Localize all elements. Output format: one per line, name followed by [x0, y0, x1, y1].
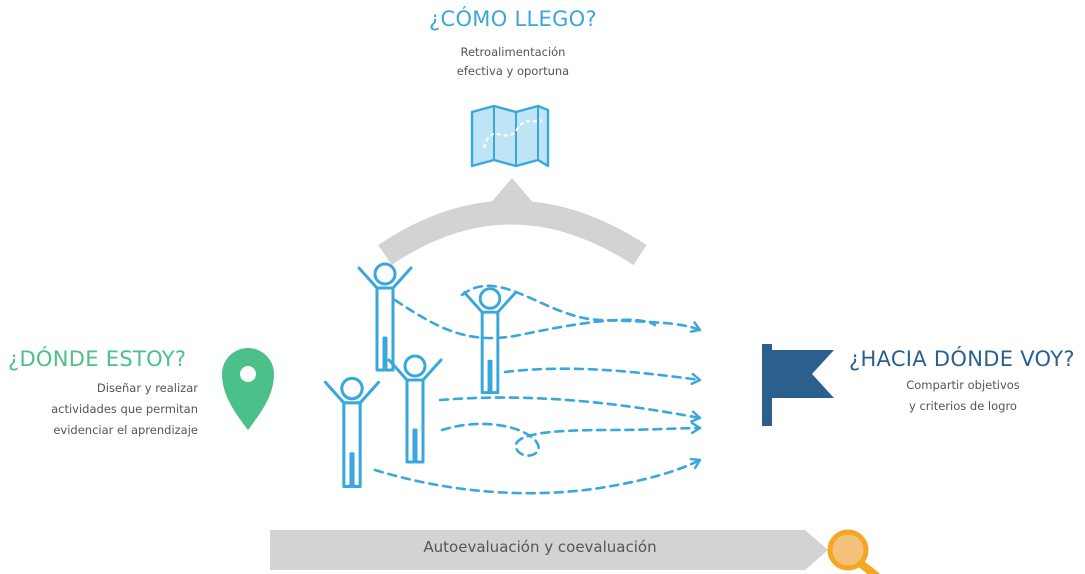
path-4 [438, 396, 702, 418]
path-6 [373, 460, 702, 495]
left-desc-line-1: Diseñar y realizar [96, 381, 198, 395]
person-icon [357, 262, 413, 372]
feedback-arc [378, 178, 647, 266]
path-2 [393, 298, 657, 340]
person-icon [387, 354, 443, 464]
path-1 [460, 284, 702, 330]
left-desc-line-2: actividades que permitan [51, 402, 198, 416]
map-icon [470, 104, 550, 168]
path-3 [503, 367, 702, 380]
bottom-arrow-band [270, 530, 828, 570]
magnifier-icon [827, 529, 881, 574]
bottom-label: Autoevaluación y coevaluación [423, 538, 657, 556]
location-pin-icon [222, 348, 274, 430]
top-desc-line-1: Retroalimentación [460, 45, 566, 59]
top-desc-line-2: efectiva y oportuna [456, 64, 570, 78]
path-5 [440, 424, 702, 457]
dashed-paths [373, 284, 702, 495]
right-title: ¿HACIA DÓNDE VOY? [849, 347, 1075, 371]
right-desc-line-1: Compartir objetivos [906, 378, 1020, 392]
left-title: ¿DÓNDE ESTOY? [8, 347, 187, 371]
person-icon [323, 376, 381, 488]
right-desc-line-2: y criterios de logro [909, 399, 1017, 413]
person-icon [463, 287, 517, 395]
top-title: ¿CÓMO LLEGO? [429, 7, 597, 31]
left-desc-line-3: evidenciar el aprendizaje [53, 423, 198, 437]
flag-icon [762, 344, 834, 426]
